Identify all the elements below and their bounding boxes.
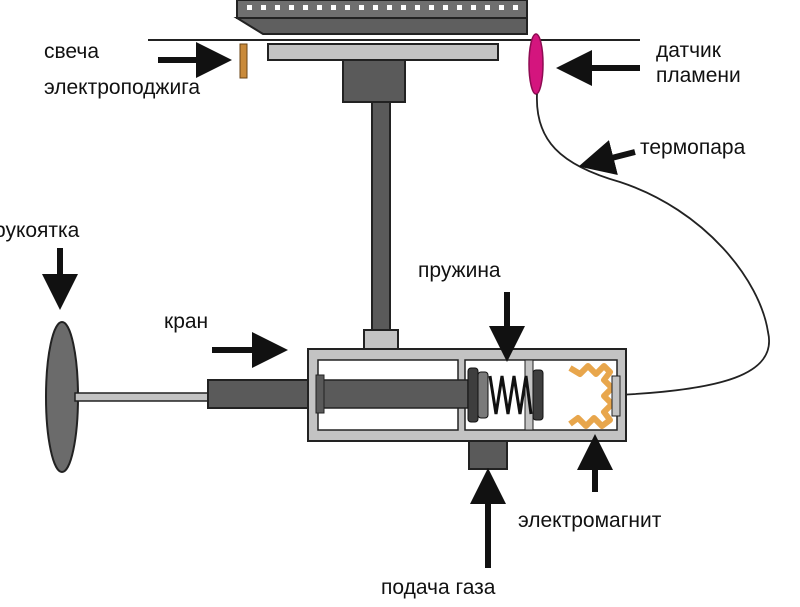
gas-inlet xyxy=(468,440,508,470)
burner-neck xyxy=(342,59,406,103)
flame-sensor xyxy=(528,33,544,95)
handle-knob xyxy=(45,321,79,473)
label-spark-plug-line2: электроподжига xyxy=(44,76,201,99)
valve-body xyxy=(307,348,627,442)
label-handle: рукоятка xyxy=(0,219,80,242)
burner xyxy=(233,0,528,35)
burner-plate xyxy=(267,43,499,61)
spark-plug xyxy=(239,43,248,79)
label-thermocouple: термопара xyxy=(640,136,746,159)
label-spring: пружина xyxy=(418,259,501,282)
label-flame-sensor-line2: пламени xyxy=(656,64,741,87)
handle-shaft xyxy=(74,392,211,402)
label-electromagnet: электромагнит xyxy=(518,509,662,532)
label-flame-sensor-line1: датчик xyxy=(656,39,721,62)
label-spark-plug-line1: свеча xyxy=(44,40,100,63)
thermocouple-wire xyxy=(536,93,770,396)
spring xyxy=(467,367,544,423)
label-gas-supply: подача газа xyxy=(381,576,496,599)
arrow-thermocouple xyxy=(578,140,636,175)
gas-tube xyxy=(371,101,391,331)
electromagnet xyxy=(568,363,621,429)
label-valve: кран xyxy=(164,310,209,333)
valve-stem xyxy=(207,379,314,409)
